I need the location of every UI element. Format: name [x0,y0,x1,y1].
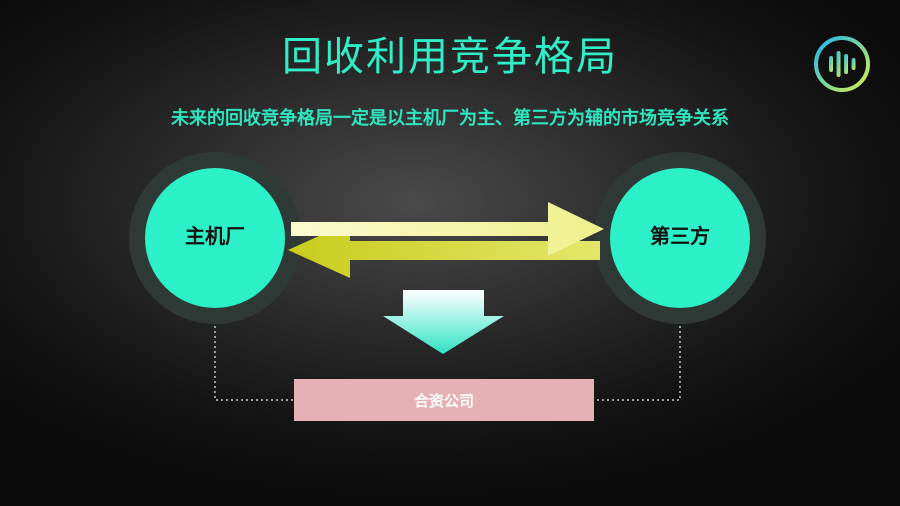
arrow-left-icon [288,222,600,278]
arrow-right-icon [291,202,604,256]
node-third-party [610,168,750,308]
page-title: 回收利用竞争格局 [282,34,618,80]
connector-right [594,306,681,401]
arrow-down-icon [383,290,504,354]
joint-venture-label: 合资公司 [413,391,474,410]
joint-venture-box: 合资公司 [294,379,594,421]
connector-left [214,306,294,401]
node-label-oem: 主机厂 [185,224,245,248]
page-subtitle: 未来的回收竞争格局一定是以主机厂为主、第三方为辅的市场竞争关系 [171,108,729,129]
sound-wave-logo-icon [814,36,870,92]
node-oem [145,168,285,308]
node-label-third-party: 第三方 [650,224,710,248]
